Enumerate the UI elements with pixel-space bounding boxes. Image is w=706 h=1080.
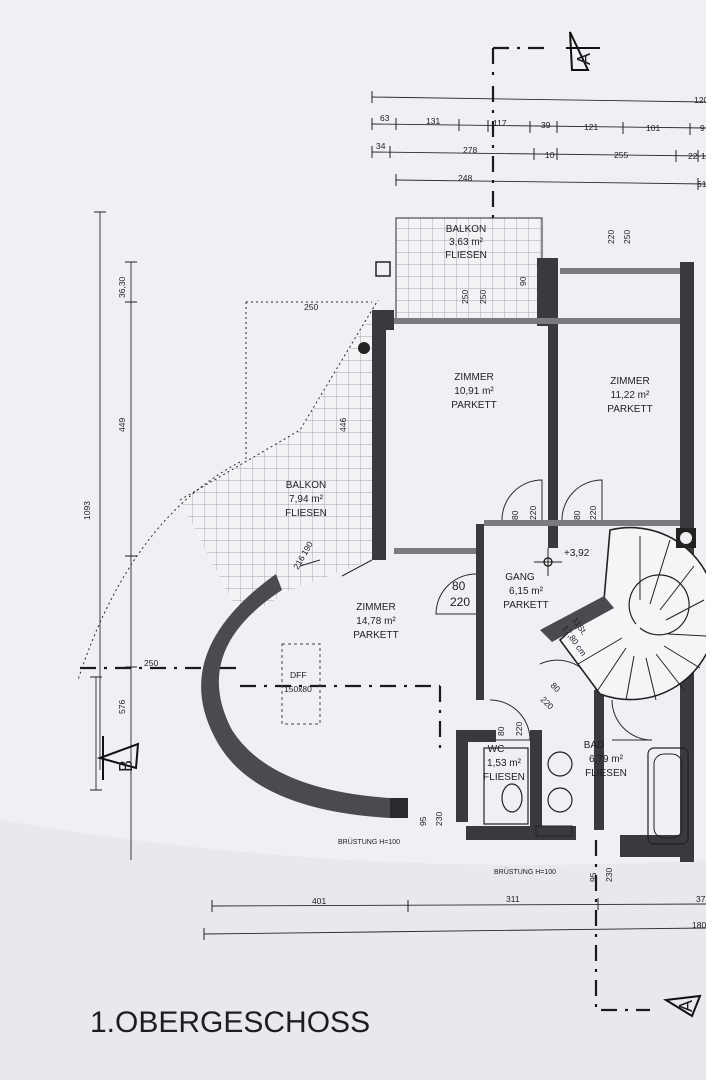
dim-left-576: 576 [117,700,127,714]
room-zimmer-2: ZIMMER 11,22 m² PARKETT [607,376,652,415]
dim-curve-left: 250 [144,658,158,668]
dim-sill1-h: 230 [434,812,444,826]
dim-top-1: 1 [701,151,706,161]
svg-text:PARKETT: PARKETT [503,600,548,611]
dim-balcony-left-top: 250 [304,302,318,312]
section-label-a-top: A [574,53,594,65]
svg-text:FLIESEN: FLIESEN [585,768,627,779]
dim-balcony-left-side: 446 [338,418,348,432]
dim-bottom-311: 311 [506,894,520,904]
section-line-b [80,666,442,780]
dim-top-255: 255 [614,150,628,160]
svg-text:GANG: GANG [505,572,535,583]
dim-sill1-w: 95 [418,816,428,826]
section-line-a-bottom [594,840,702,1018]
dff-label: DFF [290,670,307,680]
room-wc: WC 1,53 m² FLIESEN [483,744,525,783]
dim-balcony-door-w: 250 [460,290,470,304]
spiral-stair [540,526,706,701]
room-bad: BAD 6,79 m² FLIESEN [584,740,627,779]
room-zimmer-1: ZIMMER 10,91 m² PARKETT [451,372,496,411]
room-zimmer-3: ZIMMER 14,78 m² PARKETT [353,602,398,641]
plan-title: 1.OBERGESCHOSS [90,1006,370,1039]
balcony-left-floor [180,300,380,620]
dim-wc-door-w: 80 [496,726,506,736]
dff-size: 150x80 [284,684,312,694]
svg-text:11,22 m²: 11,22 m² [611,390,650,401]
dim-door2-h: 220 [588,506,598,520]
svg-text:FLIESEN: FLIESEN [483,772,525,783]
dim-top-22: 22 [688,151,698,161]
svg-text:BALKON: BALKON [286,480,327,491]
dim-room2-door-h: 250 [622,230,632,244]
parapet-label-1: BRÜSTUNG H=100 [338,838,400,846]
svg-text:PARKETT: PARKETT [353,630,398,641]
dim-left-449: 449 [117,418,127,432]
dim-balcony-door-h: 250 [478,290,488,304]
svg-text:FLIESEN: FLIESEN [445,250,487,261]
dim-left-3630: 36,30 [117,276,127,298]
dim-room2-door-w: 220 [606,230,616,244]
section-label-b: B [116,760,136,772]
dim-top-39: 39 [541,120,551,130]
dim-bottom-37: 37 [696,894,706,904]
svg-text:ZIMMER: ZIMMER [356,602,395,613]
room-balkon-top: BALKON 3,63 m² FLIESEN [445,224,487,261]
dim-gang-door-w: 80 [452,579,466,593]
marker-dot [358,342,370,354]
svg-text:7,94 m²: 7,94 m² [289,494,324,505]
bath-fixtures [483,747,689,845]
svg-text:FLIESEN: FLIESEN [285,508,327,519]
section-label-a-bottom: A [676,1000,696,1012]
dim-wc-door-h: 220 [514,722,524,736]
dim-door1-h: 220 [528,506,538,520]
section-line-a [491,31,600,330]
dim-top-248: 248 [458,173,472,183]
dim-gang-door-h: 220 [450,595,470,609]
dim-balcony-side: 90 [518,276,528,286]
svg-text:ZIMMER: ZIMMER [454,372,493,383]
top-dimension-rows [371,91,706,190]
bottom-dimension-rows [203,898,706,940]
dim-door1-w: 80 [510,510,520,520]
dim-top-131: 131 [426,116,440,126]
parapet-label-2: BRÜSTUNG H=100 [494,868,556,876]
dim-top-101: 101 [646,123,660,133]
dim-left-1093: 1093 [82,501,92,520]
dff-opening [281,643,321,725]
svg-text:3,63 m²: 3,63 m² [449,237,484,248]
svg-text:WC: WC [488,744,505,755]
svg-text:14,78 m²: 14,78 m² [356,616,396,627]
drain-top [375,261,391,277]
dim-top-121: 121 [584,122,598,132]
dim-top-120: 120 [694,95,706,105]
dim-top-9: 9 [700,123,705,133]
svg-text:6,15 m²: 6,15 m² [509,586,544,597]
room-balkon-left: BALKON 7,94 m² FLIESEN [285,480,327,519]
dim-door2-w: 80 [572,510,582,520]
svg-text:6,79 m²: 6,79 m² [589,754,624,765]
dim-sill2-h: 230 [604,868,614,882]
dim-top-61: 61 [697,179,706,189]
dim-bottom-180: 180 [692,920,706,930]
dim-top-278: 278 [463,145,477,155]
dim-bottom-401: 401 [312,896,326,906]
svg-text:PARKETT: PARKETT [451,400,496,411]
dim-sill2-w: 95 [588,872,598,882]
svg-text:1,53 m²: 1,53 m² [487,758,522,769]
svg-text:BALKON: BALKON [446,224,487,235]
room-gang: GANG 6,15 m² PARKETT [503,572,548,611]
svg-text:10,91 m²: 10,91 m² [454,386,494,397]
svg-text:BAD: BAD [584,740,605,751]
dim-top-117: 117 [493,118,507,128]
dim-top-63: 63 [380,113,390,123]
dim-top-10: 10 [545,150,555,160]
level-label: +3,92 [564,548,590,559]
balcony-top-floor [396,218,542,320]
svg-text:PARKETT: PARKETT [607,404,652,415]
dim-top-34: 34 [376,141,386,151]
svg-text:ZIMMER: ZIMMER [610,376,649,387]
